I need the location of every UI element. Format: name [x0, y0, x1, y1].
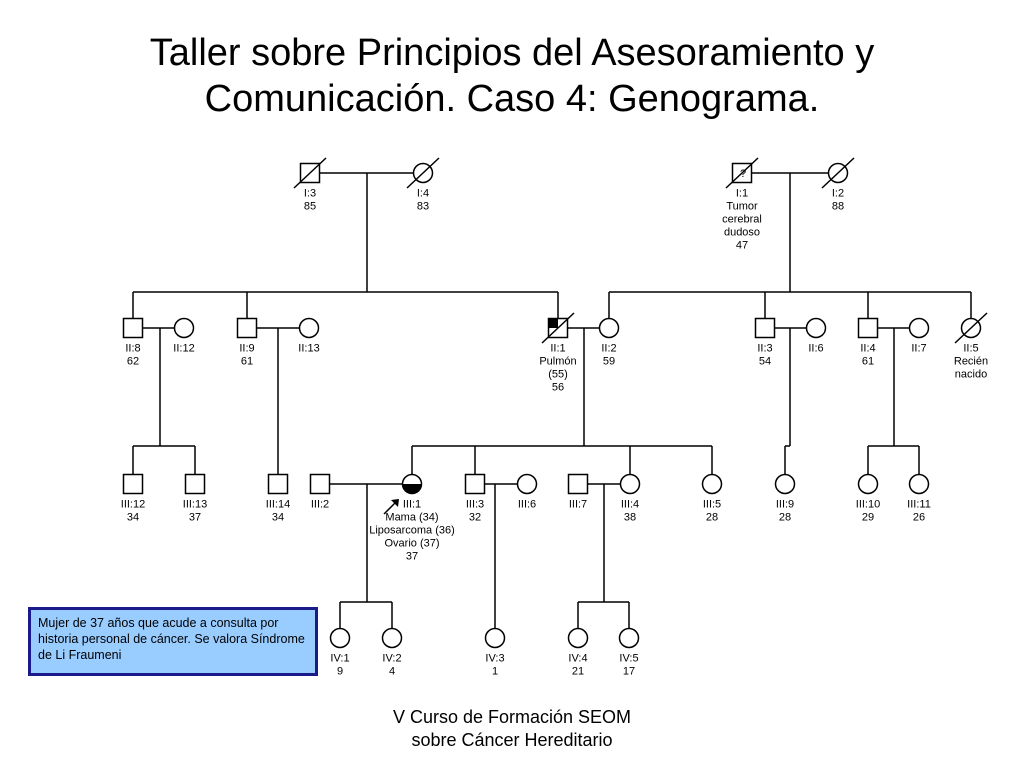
female-symbol-ii-12 [173, 317, 195, 339]
deceased-mark-ii-1 [541, 312, 575, 344]
male-symbol-ii-3 [754, 317, 776, 339]
female-symbol-iv-5 [618, 627, 640, 649]
proband-arrow-icon [391, 499, 399, 507]
female-symbol-iv-2 [381, 627, 403, 649]
deceased-mark-ii-5 [954, 312, 988, 344]
male-symbol-ii-9 [236, 317, 258, 339]
female-symbol-iv-4 [567, 627, 589, 649]
female-symbol-iii-5 [701, 473, 723, 495]
label-iii-7: III:7 [569, 499, 587, 511]
title-line-1: Taller sobre Principios del Asesoramient… [149, 32, 875, 74]
male-symbol-ii-4 [857, 317, 879, 339]
female-symbol-ii-6 [805, 317, 827, 339]
male-symbol-iii-12 [122, 473, 144, 495]
deceased-mark-i-2 [821, 157, 855, 189]
male-symbol-iii-7 [567, 473, 589, 495]
female-symbol-iii-10 [857, 473, 879, 495]
female-symbol-iii-11 [908, 473, 930, 495]
label-ii-12: II:12 [173, 343, 194, 355]
affected-half-iii-1 [402, 484, 422, 494]
footer-line-1: V Curso de Formación SEOM [392, 707, 632, 727]
label-ii-13: II:13 [298, 343, 319, 355]
label-ii-7: II:7 [911, 343, 926, 355]
footer-line-2: sobre Cáncer Hereditario [411, 730, 613, 750]
slide-title: Taller sobre Principios del Asesoramient… [0, 30, 1024, 122]
male-symbol-iii-3 [464, 473, 486, 495]
title-line-2: Comunicación. Caso 4: Genograma. [204, 78, 820, 120]
label-iii-2: III:2 [311, 499, 329, 511]
female-symbol-iii-6 [516, 473, 538, 495]
male-symbol-iii-14 [267, 473, 289, 495]
affected-quadrant-ii-1 [548, 318, 558, 328]
unknown-mark-i-1: ? [740, 168, 746, 180]
deceased-mark-i-1 [725, 157, 759, 189]
deceased-mark-i-4 [406, 157, 440, 189]
male-symbol-iii-2 [309, 473, 331, 495]
label-ii-6: II:6 [808, 343, 823, 355]
female-symbol-ii-2 [598, 317, 620, 339]
male-symbol-iii-13 [184, 473, 206, 495]
label-iii-6: III:6 [518, 499, 536, 511]
female-symbol-ii-13 [298, 317, 320, 339]
deceased-mark-i-3 [293, 157, 327, 189]
female-symbol-iv-1 [329, 627, 351, 649]
footer: V Curso de Formación SEOM sobre Cáncer H… [362, 706, 662, 752]
male-symbol-ii-8 [122, 317, 144, 339]
female-symbol-ii-7 [908, 317, 930, 339]
female-symbol-iii-4 [619, 473, 641, 495]
case-note: Mujer de 37 años que acude a consulta po… [28, 607, 318, 676]
female-symbol-iii-9 [774, 473, 796, 495]
female-symbol-iv-3 [484, 627, 506, 649]
